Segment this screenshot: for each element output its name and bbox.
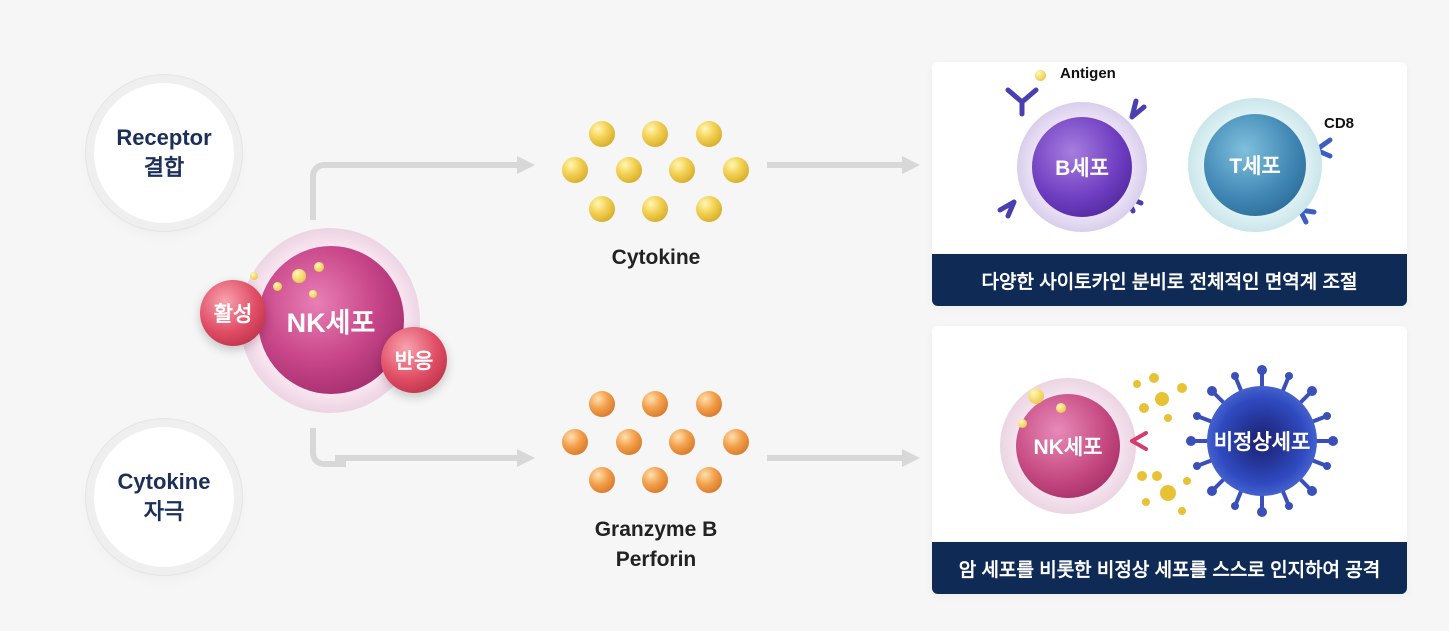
arrow-head-icon: [902, 156, 920, 174]
badge-response-label: 반응: [394, 350, 434, 373]
t-cell-core: T세포: [1204, 114, 1306, 216]
abnormal-cell-label: 비정상세포: [1213, 431, 1311, 454]
connector-top-line: [335, 162, 518, 168]
arrow-head-icon: [517, 156, 535, 174]
antigen-icon: [1035, 70, 1046, 81]
granule-icon: [292, 269, 306, 283]
cd8-label: CD8: [1324, 115, 1355, 132]
granzyme-dot: [589, 467, 615, 493]
granzyme-dot: [642, 467, 668, 493]
trigger-cytokine: Cytokine 자극: [94, 427, 234, 567]
nk-cell-small-label: NK세포: [1033, 436, 1103, 459]
nk-cell-label: NK세포: [286, 307, 376, 338]
nk-cell-small-core: NK세포: [1016, 394, 1120, 498]
granule-icon: [1056, 403, 1066, 413]
granzyme-dot: [696, 467, 722, 493]
granule-icon: [1018, 419, 1027, 428]
cytokine-dot: [589, 121, 615, 147]
b-cell-receptors: [997, 87, 1333, 225]
cytokine-dot: [616, 157, 642, 183]
granule-icon: [1028, 388, 1044, 404]
arrow-to-bottom-panel: [767, 455, 903, 461]
arrow-head-icon: [517, 449, 535, 467]
panel-immune-regulation: Antigen CD8 B세포 T세포 다양한 사이토카인 분비로 전체적인 면…: [932, 62, 1407, 306]
granzyme-label-1: Granzyme B: [594, 518, 718, 541]
granzyme-dot: [723, 429, 749, 455]
trigger-cytokine-line2: 자극: [143, 499, 185, 524]
cytokine-dot: [589, 196, 615, 222]
granule-icon: [250, 272, 258, 280]
badge-activation-label: 활성: [213, 303, 253, 326]
cytokine-dot: [562, 157, 588, 183]
granzyme-label-2: Perforin: [615, 548, 697, 571]
trigger-receptor: Receptor 결합: [94, 83, 234, 223]
arrow-to-top-panel: [767, 162, 903, 168]
b-cell-core: B세포: [1032, 117, 1132, 217]
antigen-label: Antigen: [1060, 65, 1116, 82]
cytokine-dot: [696, 121, 722, 147]
b-cell-label: B세포: [1055, 157, 1109, 180]
granzyme-dot: [616, 429, 642, 455]
caption-immune-regulation: 다양한 사이토카인 분비로 전체적인 면역계 조절: [932, 254, 1407, 306]
granzyme-dot: [669, 429, 695, 455]
granule-icon: [309, 290, 317, 298]
granzyme-dot: [562, 429, 588, 455]
panel-abnormal-cell-attack: NK세포 비정상세포: [932, 326, 1407, 594]
granzyme-dot: [696, 391, 722, 417]
trigger-receptor-line2: 결합: [143, 155, 185, 180]
trigger-cytokine-line1: Cytokine: [117, 469, 211, 494]
badge-response: 반응: [381, 327, 447, 393]
badge-activation: 활성: [200, 280, 266, 346]
arrow-head-icon: [902, 449, 920, 467]
cytokine-dot: [642, 121, 668, 147]
attack-particles: [1130, 365, 1338, 517]
granzyme-dot: [589, 391, 615, 417]
cytokine-dot: [669, 157, 695, 183]
connector-bottom-line: [335, 455, 518, 461]
cytokine-label: Cytokine: [611, 246, 701, 269]
cytokine-dot: [723, 157, 749, 183]
t-cell-label: T세포: [1229, 155, 1281, 178]
granule-icon: [314, 262, 324, 272]
granzyme-dot: [642, 391, 668, 417]
cytokine-dot: [696, 196, 722, 222]
granule-icon: [273, 282, 282, 291]
connector-top: [310, 162, 346, 220]
connector-bottom: [310, 428, 346, 467]
caption-abnormal-cell-attack: 암 세포를 비롯한 비정상 세포를 스스로 인지하여 공격: [932, 542, 1407, 594]
abnormal-cell: 비정상세포: [1207, 386, 1317, 496]
trigger-receptor-line1: Receptor: [116, 125, 212, 150]
cytokine-dot: [642, 196, 668, 222]
nk-cell: NK세포: [258, 246, 404, 394]
